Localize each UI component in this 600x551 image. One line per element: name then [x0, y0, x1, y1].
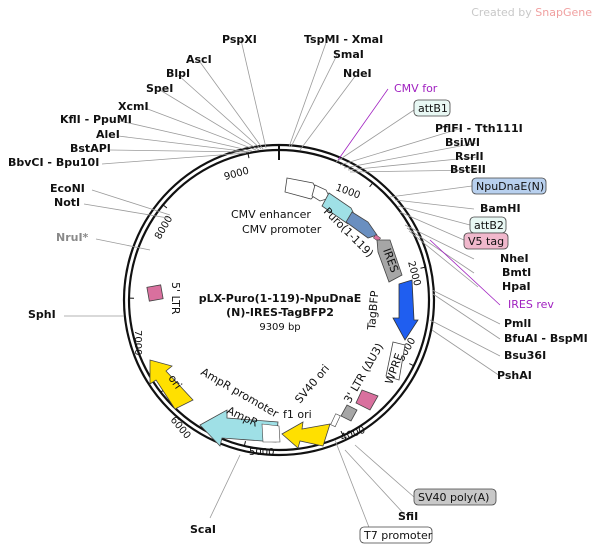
enzyme-xcmi[interactable]: XcmI: [118, 100, 149, 113]
enzyme-sfii[interactable]: SfiI: [398, 510, 418, 523]
primer-cmv-for[interactable]: CMV for: [394, 82, 438, 95]
created-by-label: Created by: [471, 6, 532, 19]
tick-4000: 4000: [339, 425, 367, 444]
plasmid-name-line2: (N)-IRES-TagBFP2: [226, 306, 334, 319]
enzyme-noti[interactable]: NotI: [54, 196, 80, 209]
tick-9000: 9000: [223, 166, 250, 183]
feature-leader-lines: [334, 109, 473, 536]
attb2-box[interactable]: attB2: [469, 216, 507, 234]
wpre-label: WPRE: [383, 351, 406, 386]
tick-mark: [243, 440, 246, 447]
enzyme-ndei[interactable]: NdeI: [343, 67, 372, 80]
enzyme-tspmi-xmai[interactable]: TspMI - XmaI: [304, 33, 383, 46]
sv40-ori-label: SV40 ori: [292, 362, 332, 406]
tagbfp-feature[interactable]: [392, 279, 419, 341]
tick-mark: [420, 266, 426, 269]
enzyme-scai[interactable]: ScaI: [190, 523, 216, 536]
attb1-label: attB1: [418, 102, 448, 115]
enzyme-pspxi[interactable]: PspXI: [222, 33, 257, 46]
f1-ori-label: f1 ori: [283, 408, 312, 421]
ltr5-label: 5' LTR: [169, 282, 182, 315]
primer-ires-rev[interactable]: IRES rev: [508, 298, 554, 311]
snapgene-credit: Created by SnapGene: [471, 6, 592, 19]
sv40-polya-label: SV40 poly(A): [418, 491, 489, 504]
enzyme-bamhi[interactable]: BamHI: [480, 202, 521, 215]
cmv-promoter-label: CMV promoter: [242, 223, 322, 236]
npudnae-feature[interactable]: [345, 211, 378, 239]
enzyme-nhei[interactable]: NheI: [500, 252, 529, 265]
cmv-enhancer-label: CMV enhancer: [231, 208, 311, 221]
tick-8000: 8000: [153, 214, 175, 242]
enzyme-bbvci-bpu10i[interactable]: BbvCI - Bpu10I: [8, 156, 99, 169]
tick-mark: [162, 204, 168, 209]
tagbfp-label: TagBFP: [365, 290, 381, 331]
wpre-feature[interactable]: [385, 341, 406, 381]
f1-ori-feature[interactable]: [281, 421, 331, 449]
enzyme-spei[interactable]: SpeI: [146, 82, 173, 95]
enzyme-pshai[interactable]: PshAI: [497, 369, 532, 382]
enzyme-asci[interactable]: AscI: [186, 53, 212, 66]
enzyme-bfuai-bspmi[interactable]: BfuAI - BspMI: [504, 332, 588, 345]
snapgene-brand: SnapGene: [535, 6, 592, 19]
enzyme-kfli-ppumi[interactable]: KflI - PpuMI: [60, 113, 132, 126]
cmv-promoter-feature[interactable]: [311, 184, 331, 202]
t7-promoter-box[interactable]: T7 promoter: [359, 526, 433, 544]
ori-feature[interactable]: [149, 359, 194, 410]
enzyme-econi[interactable]: EcoNI: [50, 182, 85, 195]
plasmid-name-line1: pLX-Puro(1-119)-NpuDnaE: [199, 292, 362, 305]
enzyme-bstapi[interactable]: BstAPI: [70, 142, 111, 155]
ltr3-feature[interactable]: [355, 389, 379, 411]
tick-5000: 5000: [249, 447, 274, 458]
enzyme-blpi[interactable]: BlpI: [166, 67, 190, 80]
attb2-label: attB2: [474, 219, 504, 232]
enzyme-bmti[interactable]: BmtI: [502, 266, 531, 279]
tick-7000: 7000: [132, 330, 143, 355]
enzyme-bsu36i[interactable]: Bsu36I: [504, 349, 546, 362]
ampr-promoter-feature[interactable]: [261, 423, 281, 443]
attb1-box[interactable]: attB1: [413, 99, 451, 117]
tick-mark: [369, 182, 374, 188]
enzyme-leader-lines: [64, 39, 501, 519]
enzyme-pmli[interactable]: PmlI: [504, 317, 531, 330]
enzyme-nrui[interactable]: NruI*: [56, 231, 89, 244]
sv40-polya-box[interactable]: SV40 poly(A): [413, 488, 497, 506]
tick-1000: 1000: [334, 182, 362, 201]
t7-promoter-label: T7 promoter: [363, 529, 433, 542]
enzyme-bsiwi[interactable]: BsiWI: [445, 136, 480, 149]
enzyme-rsrii[interactable]: RsrII: [455, 150, 484, 163]
enzyme-bsteii[interactable]: BstEII: [450, 163, 486, 176]
enzyme-sphi[interactable]: SphI: [28, 308, 56, 321]
enzyme-pflfi-tth111i[interactable]: PflFI - Tth111I: [435, 122, 523, 135]
tick-mark: [247, 153, 250, 159]
enzyme-alei[interactable]: AleI: [96, 128, 120, 141]
primer-leader-lines: [337, 88, 501, 306]
npudnae-box-label: NpuDnaE(N): [476, 180, 544, 193]
sv40-ori-feature[interactable]: [340, 404, 358, 422]
v5-tag-box[interactable]: V5 tag: [463, 232, 509, 250]
npudnae-box[interactable]: NpuDnaE(N): [471, 177, 547, 195]
ires-feature[interactable]: [376, 239, 403, 283]
tick-mark: [409, 363, 415, 367]
ltr5-feature[interactable]: [146, 284, 164, 302]
v5-tag-label: V5 tag: [468, 235, 504, 248]
plasmid-length: 9309 bp: [259, 322, 300, 333]
enzyme-hpai[interactable]: HpaI: [502, 280, 531, 293]
tick-mark: [340, 430, 344, 436]
sv40-polya-mark[interactable]: [330, 413, 341, 428]
enzyme-smai[interactable]: SmaI: [333, 48, 364, 61]
